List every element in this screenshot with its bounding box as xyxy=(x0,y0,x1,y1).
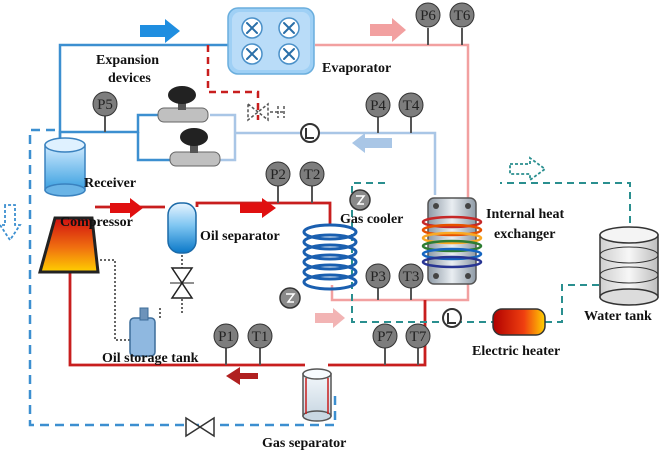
water-loop-pipes xyxy=(351,182,631,323)
valves-outlet-pipe xyxy=(210,113,237,162)
gauge-t4: T4 xyxy=(398,92,424,118)
oil-separator xyxy=(167,202,197,254)
compressor-return-pipe xyxy=(68,265,305,367)
gas-separator xyxy=(302,368,332,422)
compressor xyxy=(38,216,100,274)
label-expansion-devices-2: devices xyxy=(108,71,151,86)
gauge-t2: T2 xyxy=(299,161,325,187)
svg-text:T2: T2 xyxy=(304,167,321,183)
ihx-rings xyxy=(421,215,483,269)
gauge-p2: P2 xyxy=(265,161,291,187)
svg-text:P7: P7 xyxy=(377,329,393,345)
heater-to-tank-pipe xyxy=(545,284,600,323)
expansion-dashed-pipe xyxy=(206,45,260,120)
oil-storage-tank xyxy=(129,307,156,357)
pump-icon-water xyxy=(442,308,462,328)
gauges: P6 T6 P5 P4 T4 P2 T2 P3 T3 P1 T1 P7 T7 xyxy=(92,2,475,365)
gauge-t1: T1 xyxy=(247,323,273,349)
label-oil-separator: Oil separator xyxy=(200,229,280,244)
component-labels: Expansion devices Evaporator Receiver Co… xyxy=(60,53,652,451)
label-water-tank: Water tank xyxy=(584,309,652,324)
gauge-t6: T6 xyxy=(449,2,475,28)
water-tank xyxy=(599,226,659,306)
svg-text:P6: P6 xyxy=(420,8,436,24)
label-receiver: Receiver xyxy=(84,176,136,191)
gauge-t3: T3 xyxy=(398,263,424,289)
gauge-p4: P4 xyxy=(365,92,391,118)
expansion-valve-lower xyxy=(169,128,221,167)
label-gas-separator: Gas separator xyxy=(262,436,346,451)
ihx-to-gascooler-pipe xyxy=(330,282,470,302)
gauge-t7: T7 xyxy=(405,323,431,349)
label-internal-hx-1: Internal heat xyxy=(486,207,565,222)
svg-text:T7: T7 xyxy=(410,329,427,345)
svg-text:T6: T6 xyxy=(454,8,471,24)
coil-sensor-icon xyxy=(279,287,301,309)
internal-heat-exchanger xyxy=(421,197,483,285)
arrow-lightblue-left xyxy=(352,133,392,153)
receiver-to-valve-lower xyxy=(136,132,175,162)
pump-icon-refrigerant xyxy=(300,123,320,143)
gauge-p6: P6 xyxy=(415,2,441,28)
gauge-p1: P1 xyxy=(213,323,239,349)
expansion-valve-upper xyxy=(157,86,209,123)
expansion-valve-dashed-icon xyxy=(247,102,285,122)
flow-arrows xyxy=(0,18,547,385)
water-supply-pipe xyxy=(351,182,448,323)
gauge-p7: P7 xyxy=(372,323,398,349)
svg-text:T3: T3 xyxy=(403,269,420,285)
receiver xyxy=(44,137,86,197)
label-compressor: Compressor xyxy=(60,215,133,230)
arrow-pink-right-mid xyxy=(315,308,345,328)
gas-cooler-coil xyxy=(302,223,358,291)
svg-text:P4: P4 xyxy=(370,98,386,114)
label-expansion-devices-1: Expansion xyxy=(96,53,159,68)
pump-to-ihx-pipe xyxy=(320,131,437,195)
arrow-darkred-left xyxy=(226,367,258,385)
oil-valve xyxy=(170,267,194,299)
label-gas-cooler: Gas cooler xyxy=(340,212,403,227)
evaporator-to-ihx-pipe xyxy=(315,43,470,198)
fan-blades xyxy=(246,22,295,60)
receiver-to-evaporator-pipe xyxy=(58,43,235,150)
label-evaporator: Evaporator xyxy=(322,61,391,76)
svg-text:P3: P3 xyxy=(370,269,386,285)
arrow-blue-right-top xyxy=(140,19,180,43)
tank-return-pipe xyxy=(500,182,631,235)
svg-text:T4: T4 xyxy=(403,98,420,114)
arrow-red-oilsep xyxy=(240,198,276,218)
arrow-teal-dashed xyxy=(509,156,547,182)
compressor-oil-return xyxy=(100,259,130,341)
light-low-pressure-pipes xyxy=(210,113,437,195)
bypass-dashed-pipe xyxy=(28,128,337,427)
arrow-pink-right-top xyxy=(370,18,406,42)
gascooler-sensor-icon xyxy=(349,189,371,211)
bypass-valve-icon xyxy=(185,416,215,438)
svg-text:P1: P1 xyxy=(218,329,234,345)
arrow-blue-dashed-down xyxy=(0,204,22,242)
gauge-p5: P5 xyxy=(92,91,118,117)
light-high-pressure-pipes xyxy=(315,43,470,302)
svg-text:T1: T1 xyxy=(252,329,269,345)
svg-text:P2: P2 xyxy=(270,167,286,183)
label-electric-heater: Electric heater xyxy=(472,344,560,359)
label-oil-storage-tank: Oil storage tank xyxy=(102,351,199,366)
evaporator xyxy=(227,7,315,75)
arrow-red-compressor xyxy=(110,198,143,218)
electric-heater xyxy=(492,308,546,336)
svg-text:P5: P5 xyxy=(97,97,113,113)
gauge-p3: P3 xyxy=(365,263,391,289)
label-internal-hx-2: exchanger xyxy=(494,227,555,242)
